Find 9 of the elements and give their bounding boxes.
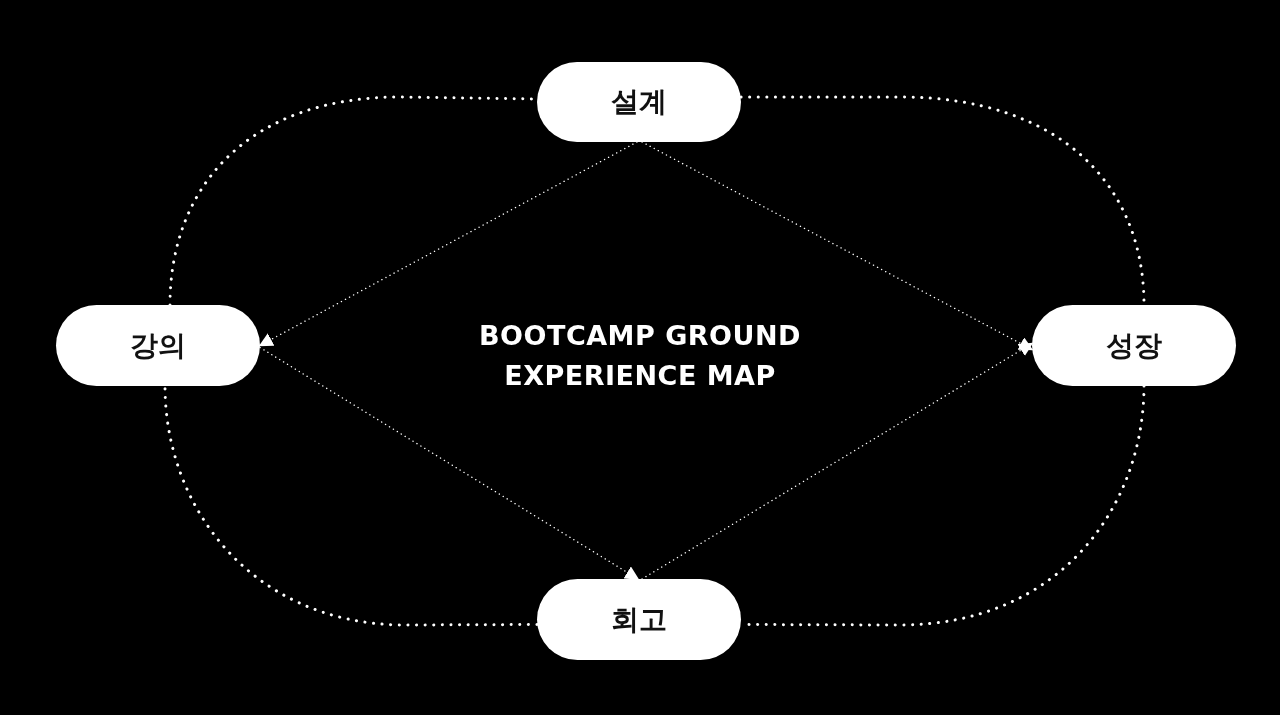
dotted-arrow (641, 342, 1034, 580)
dotted-arrow (641, 141, 1034, 351)
pill-box: 설계 (537, 62, 741, 142)
pill-box: 회고 (537, 579, 741, 660)
pill-box: 성장 (1032, 305, 1236, 386)
pill-box: 강의 (56, 305, 260, 386)
title: BOOTCAMP GROUND EXPERIENCE MAP (478, 319, 802, 393)
dotted-arrow (258, 141, 638, 347)
dotted-line (163, 384, 539, 627)
